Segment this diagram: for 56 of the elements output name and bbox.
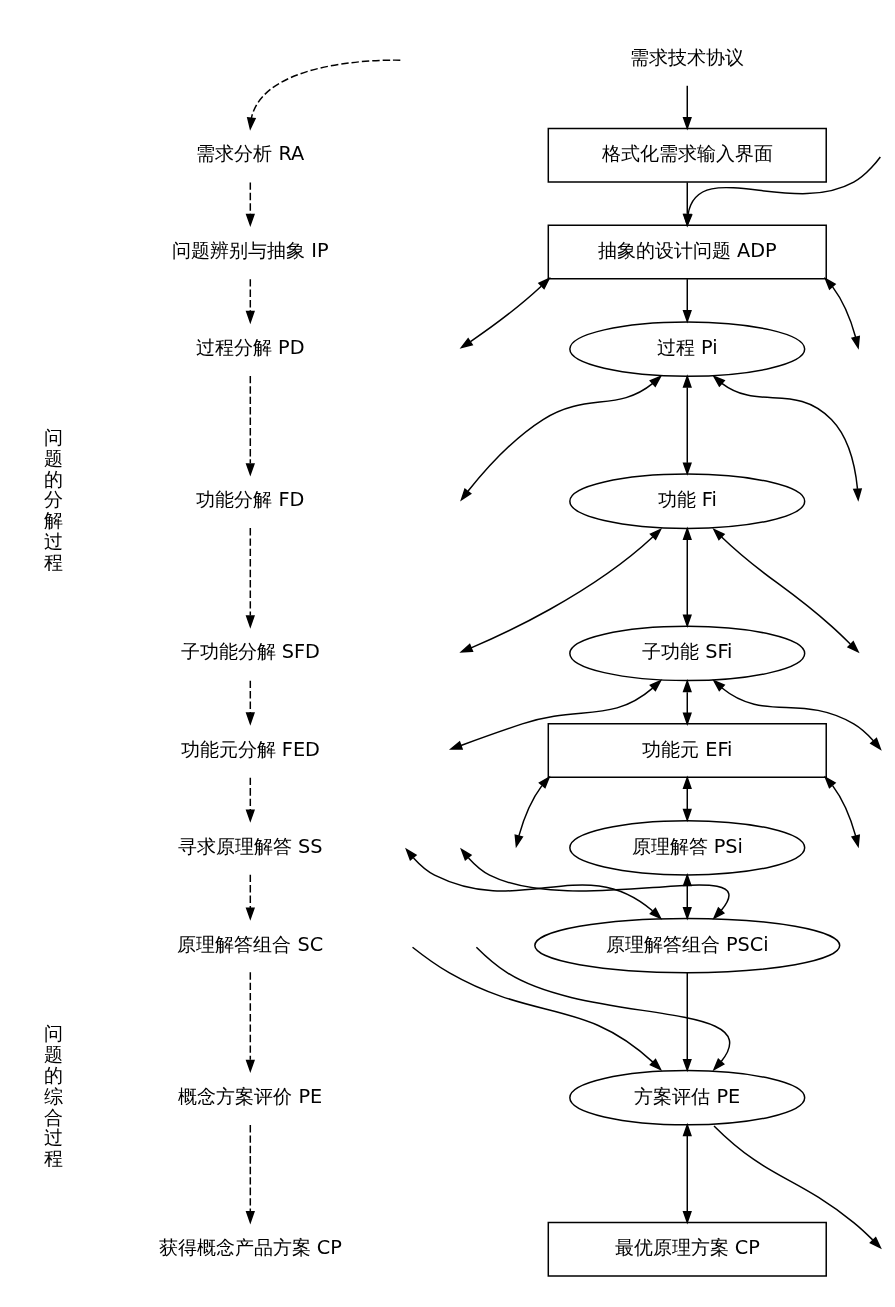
arrow: [405, 847, 663, 920]
arrow: [682, 1122, 692, 1224]
arrow: [460, 374, 663, 501]
arrow: [245, 181, 255, 227]
arrow: [475, 945, 730, 1071]
node-box: 功能元 EFi: [547, 722, 827, 778]
node-text: 问题辨别与抽象 IP: [172, 238, 329, 262]
arrow: [514, 775, 551, 848]
label: 问题的综合过程: [44, 1021, 64, 1170]
node-text: 获得概念产品方案 CP: [158, 1235, 342, 1259]
arrow: [448, 678, 663, 750]
node-text: 需求分析 RA: [196, 141, 305, 165]
node-ellipse: 方案评估 PE: [569, 1069, 806, 1126]
node-ellipse: 原理解答组合 PSCi: [534, 917, 841, 973]
arrow: [712, 527, 860, 653]
arrow: [712, 374, 863, 502]
arrow: [245, 526, 255, 629]
node-ellipse: 过程 Pi: [569, 320, 806, 377]
node-text: 需求技术协议: [630, 45, 745, 69]
node-ellipse: 功能 Fi: [569, 472, 806, 529]
arrow: [459, 527, 663, 653]
node-text: 功能分解 FD: [196, 487, 305, 511]
node-text: 过程分解 PD: [195, 335, 305, 359]
arrow: [246, 58, 402, 131]
arrow: [712, 678, 882, 751]
node-box: 最优原理方案 CP: [547, 1221, 827, 1277]
arrow: [682, 678, 692, 726]
node-box: 格式化需求输入界面: [547, 127, 827, 183]
arrow: [245, 277, 255, 324]
label: 问题的分解过程: [44, 425, 64, 574]
node-text: 概念方案评价 PE: [178, 1084, 323, 1108]
arrow: [682, 84, 692, 131]
arrow: [824, 276, 861, 350]
node-text: 原理解答组合 SC: [177, 932, 324, 956]
arrow: [459, 276, 551, 349]
arrow: [713, 1124, 882, 1249]
arrow: [245, 374, 255, 477]
arrow: [682, 775, 692, 822]
arrow: [245, 971, 255, 1073]
node-text: 子功能分解 SFD: [180, 639, 320, 663]
node-text: 功能元分解 FED: [180, 737, 320, 761]
node-ellipse: 原理解答 PSi: [569, 819, 806, 876]
arrow: [682, 971, 692, 1072]
node-ellipse: 子功能 SFi: [569, 625, 806, 681]
arrow: [824, 775, 861, 848]
node-box: 抽象的设计问题 ADP: [547, 223, 827, 279]
arrow: [245, 1123, 255, 1224]
arrow: [245, 776, 255, 823]
node-text: 寻求原理解答 SS: [177, 834, 323, 858]
arrow: [245, 679, 255, 726]
arrow: [682, 526, 692, 628]
arrow: [682, 373, 692, 476]
arrow: [245, 873, 255, 921]
arrow: [682, 277, 692, 323]
arrow: [411, 945, 663, 1071]
arrow: [460, 847, 730, 920]
